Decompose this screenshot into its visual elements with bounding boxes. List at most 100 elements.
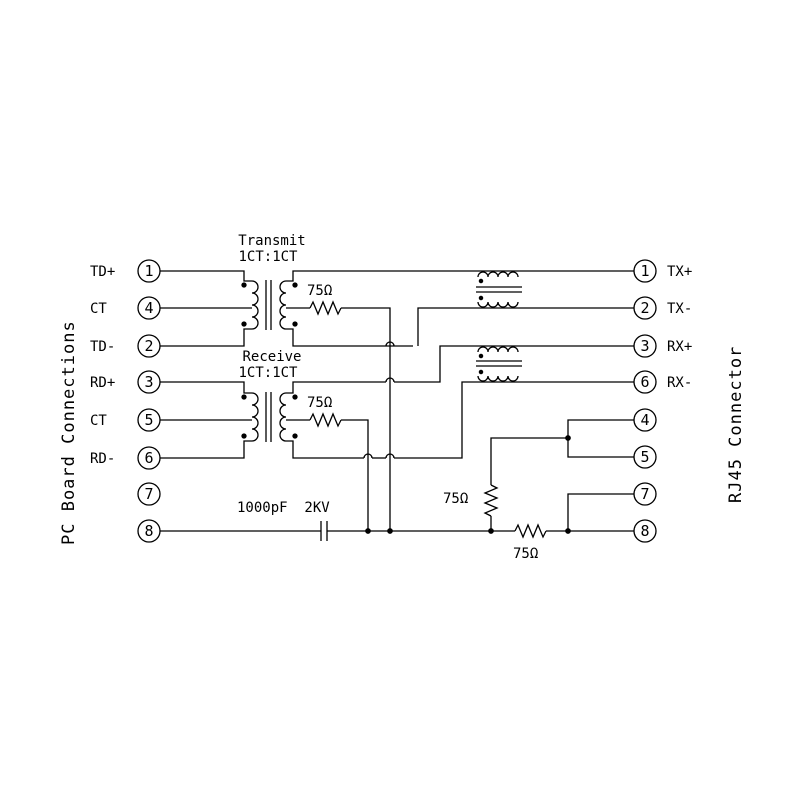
wire-rd-minus	[160, 440, 252, 459]
right-pin-2: 2 TX-	[633, 296, 692, 320]
resistor-transmit-label: 75Ω	[307, 283, 332, 299]
left-pin-number: 8	[144, 522, 153, 540]
resistor-78	[514, 523, 547, 539]
wire-pins45	[567, 419, 634, 458]
polarity-dot	[478, 295, 484, 301]
resistor-receive	[309, 412, 342, 428]
wiring	[160, 270, 634, 541]
wire-tx-top	[286, 270, 634, 282]
right-pin-3: 3 RX+	[633, 334, 692, 358]
left-pin-2: TD- 2	[90, 334, 161, 358]
left-pin-number: 7	[144, 485, 153, 503]
wire-rx-bottom-b	[394, 381, 634, 459]
left-pin-4: CT 4	[90, 296, 161, 320]
left-pin-number: 3	[144, 373, 153, 391]
receive-title: Receive	[242, 349, 301, 365]
junction-dot	[565, 435, 571, 441]
right-pin-4: 4	[633, 408, 657, 432]
tx-choke-top	[477, 271, 519, 278]
polarity-dot	[292, 321, 298, 327]
wire-td-minus	[160, 328, 252, 347]
transmit-title: Transmit	[238, 233, 305, 249]
right-signal-label: RX-	[667, 375, 692, 391]
wire-rd-plus	[160, 381, 252, 394]
wire-tx-bottom-a	[286, 328, 413, 347]
receive-secondary-coil	[279, 392, 287, 442]
right-pin-7: 7	[633, 482, 657, 506]
right-pin-number: 7	[640, 485, 649, 503]
jump-rx-top	[385, 377, 395, 383]
left-pin-7: 7	[137, 482, 161, 506]
left-pin-number: 5	[144, 411, 153, 429]
resistor-receive-label: 75Ω	[307, 395, 332, 411]
left-pin-number: 2	[144, 337, 153, 355]
jump-tx-minus	[385, 341, 395, 347]
polarity-dot	[241, 282, 247, 288]
left-signal-label: CT	[90, 301, 107, 317]
resistor-45-label: 75Ω	[443, 491, 468, 507]
rx-choke-top	[477, 346, 519, 353]
polarity-dot	[478, 353, 484, 359]
right-pin-5: 5	[633, 445, 657, 469]
junction-dot	[365, 528, 371, 534]
transmit-primary-coil	[251, 280, 259, 330]
polarity-dot	[478, 369, 484, 375]
wire-td-plus	[160, 270, 252, 282]
left-signal-label: TD-	[90, 339, 115, 355]
wire-tx-ct-out	[341, 307, 391, 531]
wire-rx-ct-out	[341, 419, 369, 531]
left-pin-3: RD+ 3	[90, 370, 161, 394]
resistor-78-label: 75Ω	[513, 546, 538, 562]
left-side-title: PC Board Connections	[59, 320, 79, 545]
polarity-dot	[292, 282, 298, 288]
right-signal-label: TX+	[667, 264, 692, 280]
transmit-secondary-coil	[279, 280, 287, 330]
right-pin-number: 2	[640, 299, 649, 317]
wire-pins78	[567, 493, 634, 531]
left-signal-label: RD-	[90, 451, 115, 467]
right-pin-number: 3	[640, 337, 649, 355]
rx-choke-bottom	[477, 375, 519, 382]
right-side-title: RJ45 Connector	[726, 346, 746, 503]
right-pin-6: 6 RX-	[633, 370, 692, 394]
left-signal-label: TD+	[90, 264, 115, 280]
left-pin-1: TD+ 1	[90, 259, 161, 283]
right-pin-number: 5	[640, 448, 649, 466]
wire-rx-top	[286, 381, 386, 394]
wire-r45-up	[490, 437, 568, 485]
tx-choke-bottom	[477, 301, 519, 308]
resistor-transmit	[309, 300, 342, 316]
polarity-dot	[241, 321, 247, 327]
junction-dot	[387, 528, 393, 534]
polarity-dot	[241, 433, 247, 439]
wire-rx-bottom	[286, 440, 364, 459]
resistor-45	[483, 484, 499, 517]
left-pin-number: 1	[144, 262, 153, 280]
right-pin-number: 4	[640, 411, 649, 429]
right-pin-number: 8	[640, 522, 649, 540]
jump-rx-bottom-1	[363, 453, 373, 459]
capacitor-label: 1000pF 2KV	[237, 500, 330, 516]
transmit-ratio: 1CT:1CT	[238, 249, 298, 265]
polarity-dot	[478, 278, 484, 284]
polarity-dot	[241, 394, 247, 400]
polarity-dot	[292, 394, 298, 400]
receive-ratio: 1CT:1CT	[238, 365, 298, 381]
left-pin-8: 8	[137, 519, 161, 543]
right-signal-label: RX+	[667, 339, 692, 355]
wire-rx-top-b	[394, 345, 634, 383]
right-pin-1: 1 TX+	[633, 259, 692, 283]
wire-tx-bottom-b	[417, 307, 634, 346]
polarity-dot	[292, 433, 298, 439]
jump-rx-bottom-2	[385, 453, 395, 459]
right-pin-number: 1	[640, 262, 649, 280]
right-pin-number: 6	[640, 373, 649, 391]
left-pin-number: 6	[144, 449, 153, 467]
right-pin-8: 8	[633, 519, 657, 543]
left-pin-6: RD- 6	[90, 446, 161, 470]
left-pin-number: 4	[144, 299, 153, 317]
pin-circle	[137, 482, 161, 506]
left-signal-label: RD+	[90, 375, 115, 391]
receive-primary-coil	[251, 392, 259, 442]
